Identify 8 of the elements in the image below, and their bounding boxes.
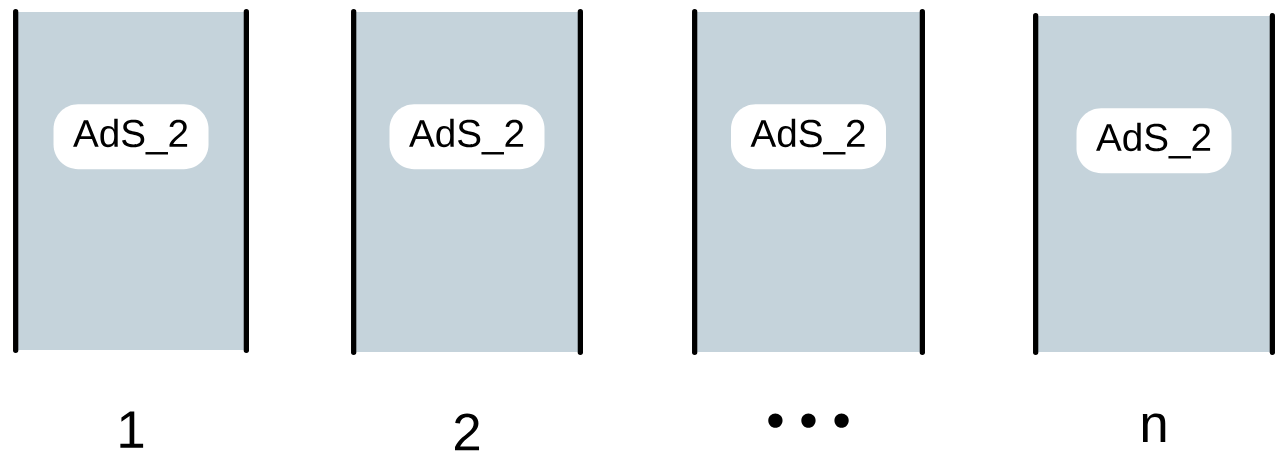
label-bubble: AdS_2 [389,104,545,170]
strip-number: 2 [455,413,480,451]
label-bubble: AdS_2 [1076,108,1232,174]
strip-number: • • • [768,413,849,428]
strip-number: 1 [120,411,144,448]
strip-number: n [1142,413,1166,442]
label-bubble: AdS_2 [53,104,209,170]
label-bubble: AdS_2 [731,104,886,170]
